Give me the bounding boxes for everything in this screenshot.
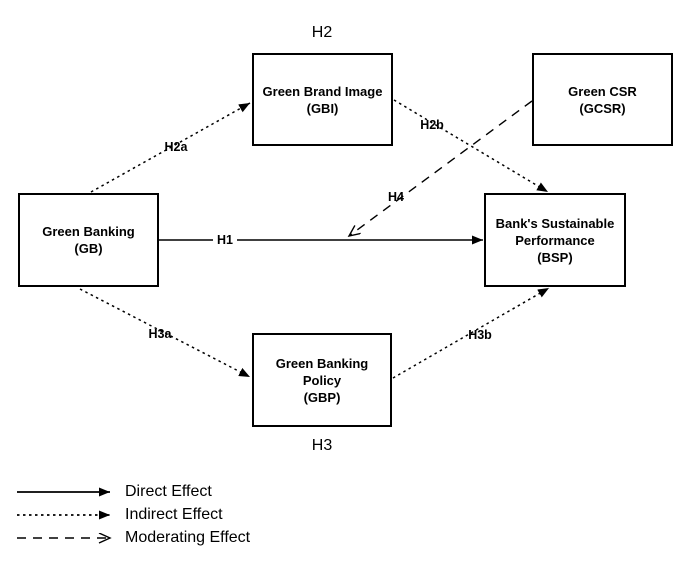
h2b-indirect-arrow (393, 99, 549, 193)
node-green-banking-policy: Green Banking Policy (GBP) (252, 333, 392, 427)
h3b-indirect-arrow (392, 287, 550, 379)
node-label-line: Performance (515, 232, 595, 248)
h2-group-label: H2 (311, 24, 333, 41)
h2a-indirect-arrow (90, 102, 251, 193)
h3b-path-label: H3b (468, 328, 492, 342)
node-banks-sustainable-performance: Bank's Sustainable Performance (BSP) (484, 193, 626, 287)
h3-group-label: H3 (311, 437, 333, 454)
legend-indirect-effect-label: Indirect Effect (125, 506, 223, 523)
h4-path-label: H4 (388, 190, 404, 204)
legend-direct-effect-label: Direct Effect (125, 483, 212, 500)
node-label-line: Green Banking (275, 355, 369, 371)
node-green-brand-image: Green Brand Image (GBI) (252, 53, 393, 146)
h3a-indirect-arrow (79, 288, 251, 378)
node-label-line: Green Banking (42, 224, 135, 239)
node-label-line: (BSP) (537, 249, 573, 265)
node-label-line: (GB) (74, 241, 103, 256)
node-label-line: Green CSR (568, 83, 637, 99)
node-label-line: (GCSR) (579, 100, 626, 116)
h3a-path-label: H3a (148, 327, 172, 341)
node-green-banking: Green Banking (GB) (18, 193, 159, 287)
node-label-line: Green Brand Image (262, 83, 383, 99)
node-label-line: Policy (302, 372, 342, 388)
node-label-line: (GBP) (303, 389, 341, 405)
node-label-line: (GBI) (306, 100, 339, 116)
legend-moderating-effect-label: Moderating Effect (125, 529, 251, 546)
h2b-path-label: H2b (420, 118, 444, 132)
node-green-csr: Green CSR (GCSR) (532, 53, 673, 146)
h2a-path-label: H2a (164, 140, 188, 154)
h4-moderating-arrow (349, 100, 533, 236)
node-label-line: Bank's Sustainable (495, 215, 615, 231)
h1-path-label: H1 (213, 233, 237, 247)
